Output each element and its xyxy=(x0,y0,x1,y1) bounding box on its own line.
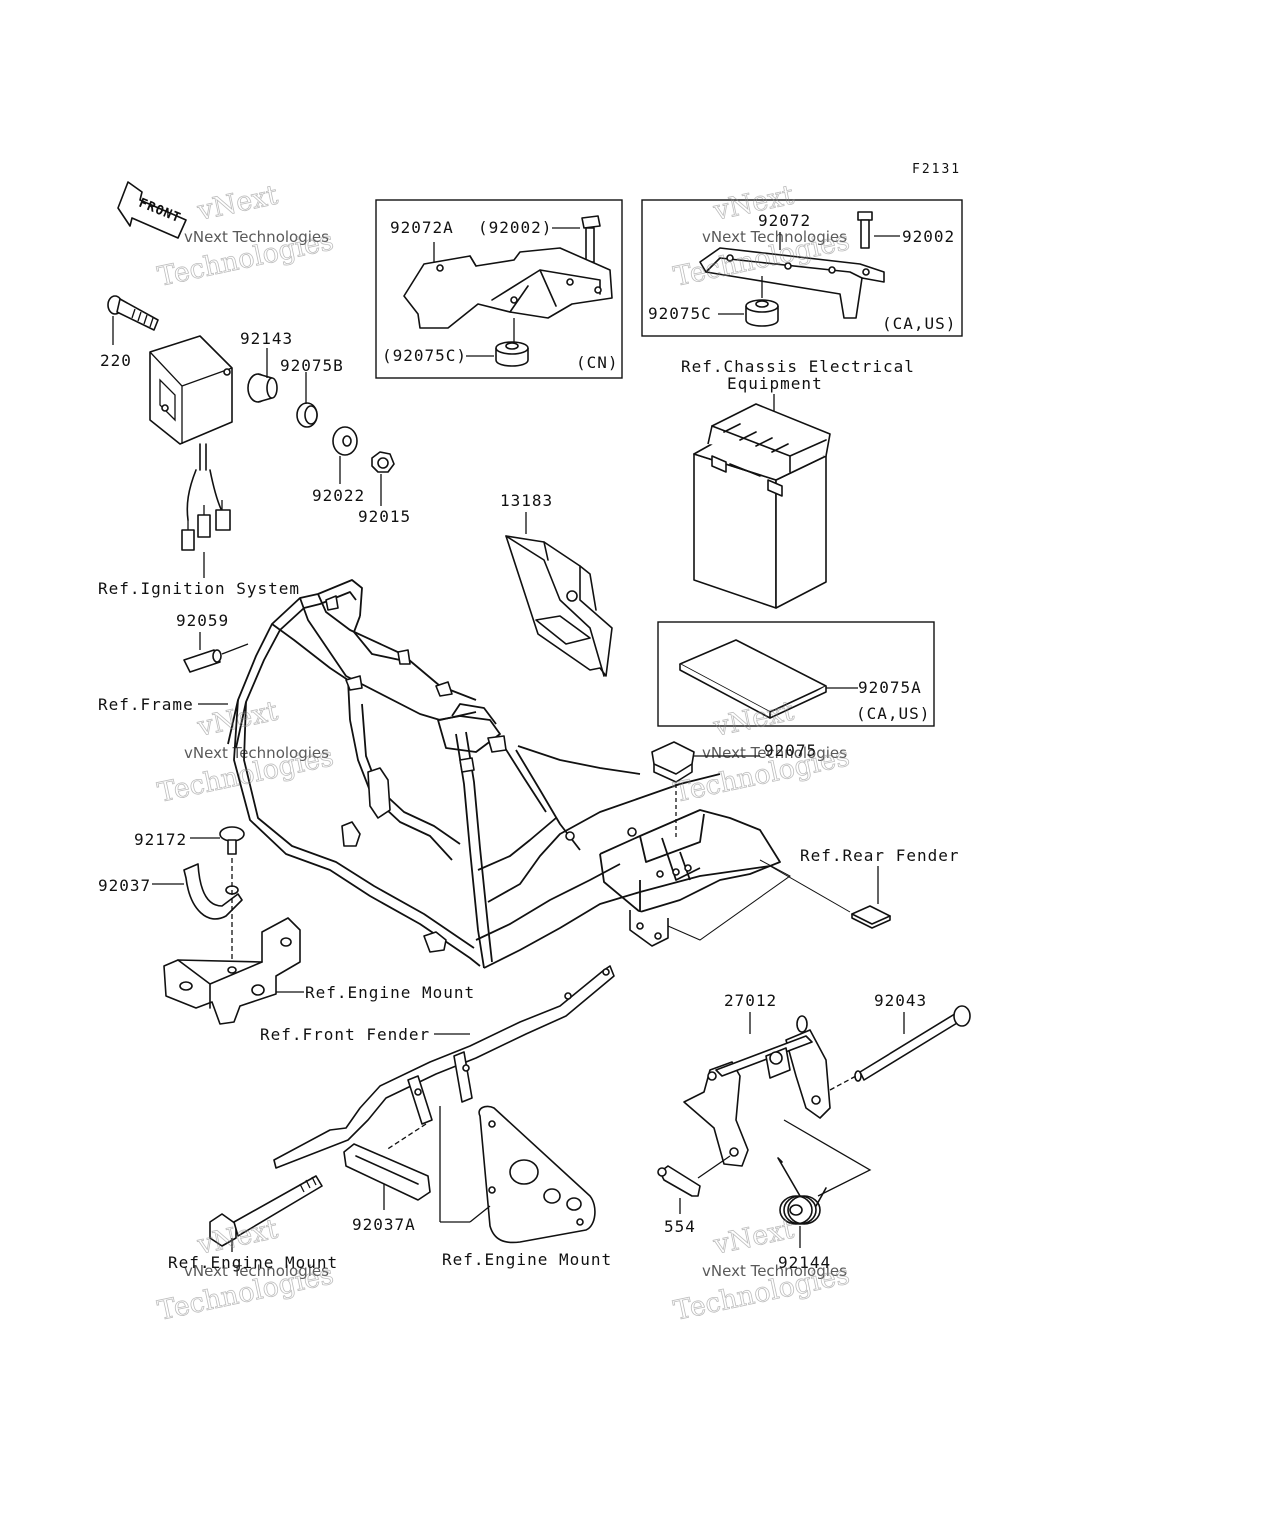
label-92143: 92143 xyxy=(240,329,293,348)
bolt-92002-cn xyxy=(581,215,601,263)
svg-text:vNext: vNext xyxy=(194,180,281,227)
battery xyxy=(693,403,831,609)
ref-ignition-system: Ref.Ignition System xyxy=(98,579,300,598)
damper-92075c-cn xyxy=(495,341,529,367)
damper-92075c-ca xyxy=(745,299,779,327)
damper-92075 xyxy=(651,741,695,783)
lever-27012 xyxy=(683,1015,831,1167)
ref-chassis-line1: Ref.Chassis Electrical xyxy=(681,357,915,376)
svg-text:vNext Technologies: vNext Technologies xyxy=(702,228,847,246)
watermark-6: vNext Technologies vNext Technologies xyxy=(671,1213,853,1327)
grommet-92143 xyxy=(247,373,278,403)
spring-92144 xyxy=(777,1157,827,1225)
ref-engine-mount-3: Ref.Engine Mount xyxy=(442,1250,612,1269)
label-ca-us-1: (CA,US) xyxy=(882,314,956,333)
cn-bracket-box: 92072A (92002) (92075C) (CN) xyxy=(375,199,623,379)
figure-code: F2131 xyxy=(912,162,961,177)
screw-92172 xyxy=(219,826,245,855)
ref-frame: Ref.Frame xyxy=(98,695,194,714)
pad-rear-fender xyxy=(851,905,891,929)
front-fender-stay xyxy=(273,965,615,1169)
bracket-92072 xyxy=(699,247,885,319)
label-ca-us-2: (CA,US) xyxy=(856,704,930,723)
label-92075: 92075 xyxy=(764,741,817,760)
label-13183: 13183 xyxy=(500,491,553,510)
bracket-92072a xyxy=(403,247,613,329)
svg-text:vNext Technologies: vNext Technologies xyxy=(184,1262,329,1280)
svg-text:vNext Technologies: vNext Technologies xyxy=(702,744,847,762)
cdi-unit-group: 220 Ref.Ignition System 92143 xyxy=(98,295,411,598)
label-92075a: 92075A xyxy=(858,678,922,697)
bolt-92002-ca xyxy=(857,211,873,249)
watermark-3: vNext Technologies vNext Technologies xyxy=(155,695,337,809)
label-220: 220 xyxy=(100,351,132,370)
cdi-box xyxy=(149,335,233,445)
washer-92022 xyxy=(332,426,358,456)
bolt-220 xyxy=(107,295,159,331)
label-92043: 92043 xyxy=(874,991,927,1010)
label-92059: 92059 xyxy=(176,611,229,630)
ca-us-bracket-box: 92072 92002 92075C (CA,US) xyxy=(641,199,963,337)
label-92075b: 92075B xyxy=(280,356,344,375)
pin-92043 xyxy=(854,1005,971,1082)
ref-front-fender: Ref.Front Fender xyxy=(260,1025,430,1044)
label-92072: 92072 xyxy=(758,211,811,230)
label-92022: 92022 xyxy=(312,486,365,505)
front-arrow-icon: FRONT xyxy=(117,181,187,239)
damper-92075b xyxy=(296,402,318,428)
svg-text:vNext Technologies: vNext Technologies xyxy=(184,744,329,762)
ref-engine-mount-1: Ref.Engine Mount xyxy=(305,983,475,1002)
cover-13183 xyxy=(505,535,613,677)
label-27012: 27012 xyxy=(724,991,777,1010)
watermark-1: vNext Technologies vNext Technologies xyxy=(155,179,337,293)
engine-mount-bracket xyxy=(163,917,301,1025)
svg-text:vNext: vNext xyxy=(194,696,281,743)
label-cn: (CN) xyxy=(576,353,619,372)
svg-text:vNext: vNext xyxy=(710,696,797,743)
clamp-92037 xyxy=(183,863,243,920)
label-92075c: 92075C xyxy=(648,304,712,323)
bolt-engine-mount xyxy=(209,1175,323,1247)
label-92144: 92144 xyxy=(778,1253,831,1272)
label-92037a: 92037A xyxy=(352,1215,416,1234)
label-92002: 92002 xyxy=(902,227,955,246)
label-92172: 92172 xyxy=(134,830,187,849)
label-92072a: 92072A xyxy=(390,218,454,237)
label-92037: 92037 xyxy=(98,876,151,895)
watermark-4: vNext Technologies vNext Technologies xyxy=(671,695,853,809)
clamp-92037a xyxy=(343,1143,431,1201)
ref-chassis-line2: Equipment xyxy=(727,374,823,393)
engine-mount-plate xyxy=(478,1105,596,1244)
cotter-pin-554 xyxy=(657,1165,701,1197)
label-554: 554 xyxy=(664,1217,696,1236)
ref-rear-fender: Ref.Rear Fender xyxy=(800,846,960,865)
ref-engine-mount-2: Ref.Engine Mount xyxy=(168,1253,338,1272)
label-92075c-paren: (92075C) xyxy=(382,346,467,365)
svg-text:vNext Technologies: vNext Technologies xyxy=(184,228,329,246)
label-92002-paren: (92002) xyxy=(478,218,552,237)
nut-92015 xyxy=(371,451,395,473)
damper-92059 xyxy=(183,649,222,673)
pad-92075a-box: 92075A (CA,US) xyxy=(657,621,935,727)
label-92015: 92015 xyxy=(358,507,411,526)
connector-group xyxy=(181,500,231,551)
svg-text:vNext Technologies: vNext Technologies xyxy=(702,1262,847,1280)
main-frame xyxy=(227,579,791,969)
